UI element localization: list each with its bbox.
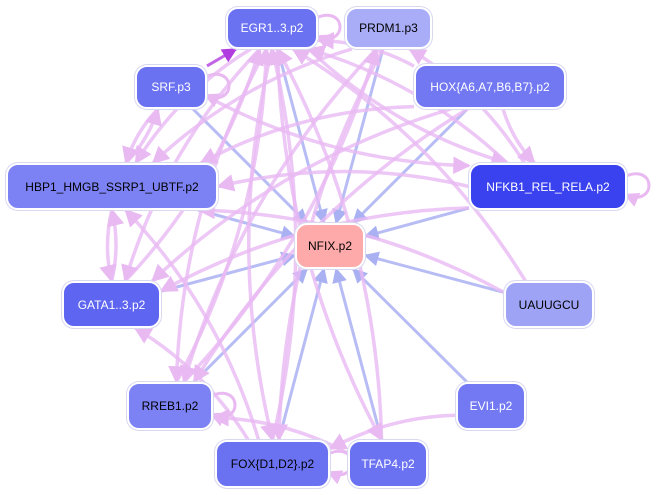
edge-tfap-to-nfix [332, 267, 384, 441]
edge-gata-to-hbp [106, 208, 125, 282]
node-label: TFAP4.p2 [361, 457, 415, 471]
node-label: NFIX.p2 [307, 239, 352, 253]
node-tfap4[interactable]: TFAP4.p2 [348, 440, 428, 488]
node-label: FOX{D1,D2}.p2 [230, 457, 315, 471]
edge-nfkb-to-hbp [216, 169, 470, 192]
node-uauugcu[interactable]: UAUUGCU [504, 281, 594, 328]
edge-srf-to-egr [206, 47, 238, 68]
edge-hox-to-hbp [199, 104, 415, 165]
self-loop-srf [203, 73, 231, 108]
node-nfkb1-rel-rela[interactable]: NFKB1_REL_RELA.p2 [469, 163, 627, 210]
node-label: PRDM1.p3 [359, 21, 418, 35]
edge-srf-to-hbp [122, 107, 160, 165]
self-loop-nfkb [623, 172, 651, 207]
edge-hbp-to-gata [99, 209, 117, 283]
node-label: SRF.p3 [151, 80, 191, 94]
node-label: UAUUGCU [518, 297, 580, 312]
node-hox[interactable]: HOX{A6,A7,B6,B7}.p2 [414, 64, 566, 109]
edge-fox-to-gata [133, 326, 250, 441]
node-label: GATA1..3.p2 [77, 297, 146, 312]
edge-hox-to-nfkb [501, 108, 536, 165]
node-rreb1[interactable]: RREB1.p2 [127, 382, 213, 430]
edge-uauu-to-nfix [363, 251, 505, 294]
node-srf[interactable]: SRF.p3 [135, 65, 207, 109]
node-gata1-3[interactable]: GATA1..3.p2 [62, 281, 161, 328]
node-fox-d1-d2[interactable]: FOX{D1,D2}.p2 [215, 440, 330, 488]
node-label: EVI1.p2 [469, 399, 513, 413]
node-hbp1-hmgb-ssrp1-ubtf[interactable]: HBP1_HMGB_SSRP1_UBTF.p2 [6, 163, 218, 210]
edge-fox-to-nfix [277, 267, 328, 441]
node-label: HBP1_HMGB_SSRP1_UBTF.p2 [25, 179, 199, 194]
node-egr1-3[interactable]: EGR1..3.p2 [226, 7, 318, 49]
node-label: HOX{A6,A7,B6,B7}.p2 [430, 79, 550, 94]
node-evi1[interactable]: EVI1.p2 [456, 382, 526, 430]
edge-srf-to-nfkb [206, 94, 471, 175]
node-prdm1[interactable]: PRDM1.p3 [345, 7, 432, 49]
edge-prdm-to-nfix [332, 48, 385, 225]
node-nfix[interactable]: NFIX.p2 [295, 223, 365, 269]
edge-gata-to-nfix [160, 251, 297, 293]
node-label: NFKB1_REL_RELA.p2 [486, 179, 610, 194]
edge-egr-to-nfkb [307, 47, 509, 167]
edge-rreb-to-nfix [192, 267, 309, 384]
self-loop-egr [314, 14, 342, 49]
edge-uauu-to-egr [291, 47, 527, 282]
edge-evi-to-fox [328, 413, 457, 451]
edge-egr-to-fox [247, 48, 278, 442]
edge-egr-to-gata [121, 47, 262, 283]
edge-nfkb-to-nfix [363, 206, 470, 241]
node-label: EGR1..3.p2 [240, 21, 304, 35]
edge-rreb-to-egr [174, 47, 275, 383]
self-loop-rreb [209, 392, 237, 427]
node-label: RREB1.p2 [141, 399, 199, 413]
edge-fox-to-hbp [124, 208, 261, 441]
edge-evi-to-nfix [352, 267, 468, 384]
edge-srf-to-nfix [191, 107, 309, 225]
edge-hox-to-nfix [352, 107, 469, 225]
